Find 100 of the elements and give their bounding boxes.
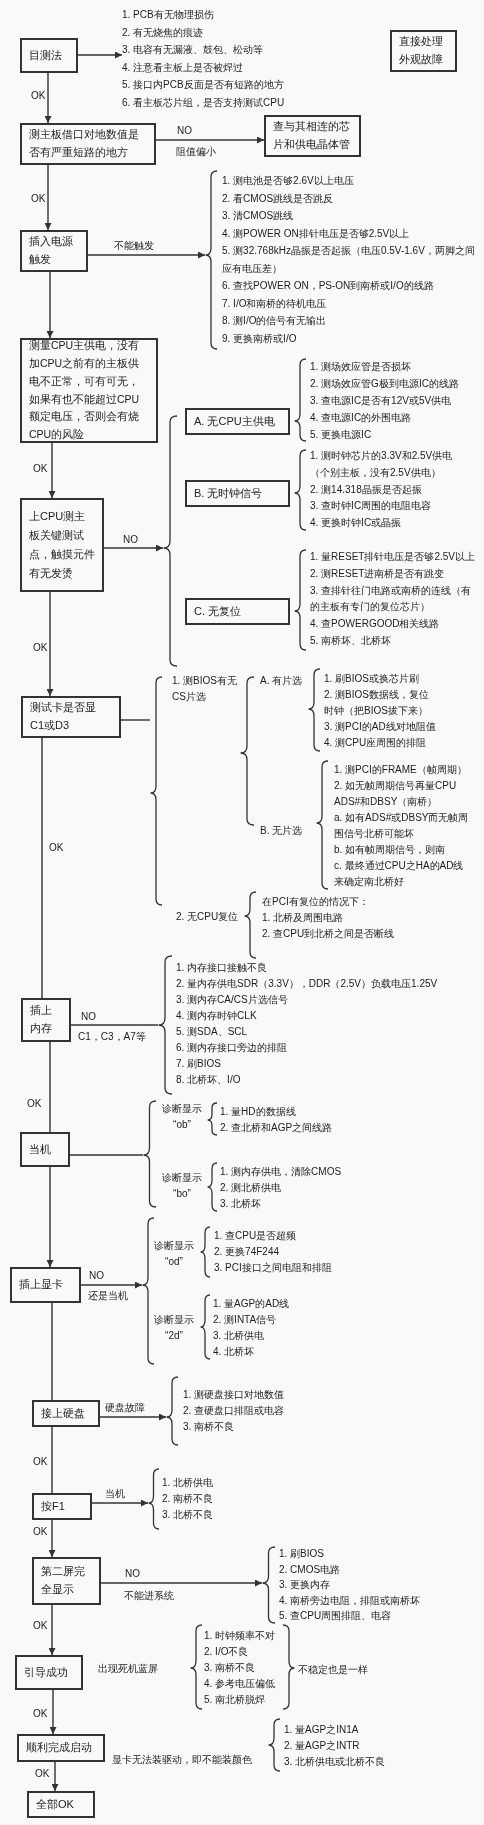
- process-box: [20, 123, 156, 165]
- list-item: 3. 南桥不良: [183, 1420, 236, 1434]
- list-item: 4. 测POWER ON排针电压是否够2.5V以上: [222, 226, 411, 241]
- list-item: 5. 更换电源IC: [310, 428, 373, 442]
- list-item: 7. I/O和南桥的待机电压: [222, 296, 328, 311]
- list-item: 3. 测PCI的AD线对地阻值: [324, 720, 436, 734]
- list-item: 7. 刷BIOS: [176, 1057, 222, 1071]
- arrow: [80, 1281, 143, 1289]
- process-box: [20, 230, 88, 272]
- branch-label: 2. 无CPU复位: [176, 910, 239, 924]
- process-box: [32, 1557, 101, 1605]
- list-item: 2. 量内存供电SDR（3.3V），DDR（2.5V）负载电压1.25V: [176, 977, 439, 991]
- arrow: [48, 1519, 56, 1558]
- connector-line: [120, 719, 151, 721]
- list-item: 2. CMOS电路: [279, 1562, 342, 1577]
- list-item: 3. 北桥供电或北桥不良: [284, 1755, 386, 1769]
- list-item: 5. 测SDA、SCL: [176, 1025, 249, 1039]
- list-item: 9. 更换南桥或I/O: [222, 331, 298, 346]
- list-item: 3. 北桥供电: [213, 1329, 265, 1343]
- list-item: 1. 北桥及周围电路: [262, 911, 344, 925]
- list-item: 2. 测RESET进南桥是否有跳变: [310, 566, 446, 581]
- list-item: 3. PCI接口之间电阻和排阻: [214, 1261, 332, 1275]
- list-item: 1. 测硬盘接口对地数值: [183, 1388, 286, 1402]
- list-item: c. 最终通过CPU之HA的AD线来确定南北桥好: [334, 859, 465, 889]
- edge-label: NO: [122, 533, 139, 546]
- branch-label: B. 无片选: [260, 824, 303, 838]
- process-box: [27, 1791, 95, 1818]
- box-label: 测试卡是否显C1或D3: [30, 700, 97, 733]
- edge-label: OK: [48, 841, 65, 854]
- list-item: 2. 看CMOS跳线是否跳反: [222, 191, 335, 206]
- arrow: [44, 164, 52, 231]
- process-box: [20, 498, 104, 592]
- box-label: B. 无时钟信号: [194, 485, 263, 501]
- connector-line: [70, 1024, 159, 1026]
- edge-label: OK: [26, 1097, 43, 1110]
- arrow: [51, 1761, 59, 1792]
- list-item: 3. 更换内存: [279, 1578, 332, 1593]
- arrow: [103, 544, 164, 552]
- list-item: 2. 测北桥供电: [220, 1181, 282, 1195]
- box-label: 插上显卡: [19, 1277, 63, 1293]
- condition-label: 不能进系统: [124, 1589, 174, 1603]
- list-item: 4. 测CPU座周围的排阻: [324, 736, 427, 750]
- edge-label: 不能触发: [113, 239, 155, 252]
- list-item: 3. 测内存CA/CS片选信号: [176, 993, 289, 1007]
- arrow: [49, 1689, 57, 1735]
- list-item: 5. 南桥坏、北桥坏: [310, 634, 393, 648]
- list-item: 3. 电容有无漏液、鼓包、松动等: [122, 43, 265, 57]
- list-item: 2. 更换74F244: [214, 1245, 280, 1259]
- edge-label: NO: [88, 1269, 105, 1282]
- curly-bracket: [143, 1100, 156, 1208]
- process-box: [20, 338, 158, 443]
- note-text: 出现死机蓝屏: [98, 1662, 158, 1676]
- list-item: 4. 查电源IC的外围电路: [310, 411, 413, 425]
- arrow: [91, 1499, 149, 1507]
- note-text: 显卡无法装驱动，即不能装颜色: [112, 1753, 252, 1767]
- list-item: 2. I/O不良: [204, 1645, 249, 1659]
- list-item: 8. 北桥坏、I/O: [176, 1073, 242, 1087]
- list-item: 2. 测场效应管G极到电源IC的线路: [310, 377, 460, 391]
- arrow: [46, 1166, 54, 1268]
- box-label: 测主板借口对地数值是否有严重短路的地方: [29, 127, 140, 160]
- list-item: 3. 北桥坏: [220, 1197, 262, 1211]
- list-item: 2. 查北桥和AGP之间线路: [220, 1121, 333, 1135]
- branch-label: 诊断显示 “ob”: [161, 1102, 203, 1132]
- list-item: 3. 查排针往门电路或南桥的连线（有的主板有专门的复位芯片）: [310, 583, 473, 615]
- box-label: 插上内存: [30, 1003, 53, 1036]
- condition-label: C1，C3，A7等: [78, 1030, 146, 1044]
- process-box: [10, 1267, 81, 1303]
- arrow: [48, 1604, 56, 1656]
- arrow: [100, 1579, 263, 1587]
- edge-label: OK: [30, 89, 47, 102]
- list-item: 1. 测电池是否够2.6V以上电压: [222, 174, 355, 188]
- box-label: 接上硬盘: [41, 1405, 85, 1421]
- connector-line: [51, 1302, 53, 1401]
- list-item: 2. 测14.318晶振是否起振: [310, 482, 423, 497]
- arrow: [44, 72, 52, 124]
- box-label: 测量CPU主供电，没有加CPU之前有的主板供电不正常，可有可无，如果有也不能超过CPU额定电压，否则会有烧CPU的风险: [29, 337, 141, 443]
- process-box: [32, 1400, 100, 1427]
- process-box: [15, 1655, 83, 1690]
- box-label: 当机: [29, 1141, 51, 1157]
- list-item: 5. 南北桥脱焊: [204, 1693, 266, 1707]
- process-box: [20, 38, 78, 73]
- list-item: 4. 南桥旁边电阻，排阻或南桥坏: [279, 1593, 422, 1608]
- edge-label: OK: [32, 641, 49, 654]
- edge-label: NO: [124, 1567, 141, 1580]
- list-item: 4. 注意看主板上是否被焊过: [122, 60, 245, 75]
- condition-label: 还是当机: [88, 1289, 128, 1303]
- list-item: 3. 清CMOS跳线: [222, 209, 295, 223]
- box-label: 目测法: [29, 47, 62, 63]
- list-item: 1. 北桥供电: [162, 1476, 215, 1490]
- curly-bracket: [150, 676, 162, 906]
- process-box: [185, 480, 290, 507]
- list-item: 2. 量AGP之INTR: [284, 1739, 360, 1753]
- connector-line: [49, 1041, 51, 1133]
- list-item: 1. 量AGP的AD线: [213, 1297, 290, 1311]
- list-item: 5. 接口内PCB反面是否有短路的地方: [122, 78, 285, 92]
- process-box: [17, 1734, 105, 1762]
- branch-label: 诊断显示 “od”: [153, 1239, 195, 1269]
- list-item: 4. 更换时钟IC或晶振: [310, 516, 403, 531]
- list-item: 3. 查时钟IC周围的电阻电容: [310, 499, 433, 514]
- list-item: 1. 刷BIOS或换芯片刷: [324, 672, 419, 686]
